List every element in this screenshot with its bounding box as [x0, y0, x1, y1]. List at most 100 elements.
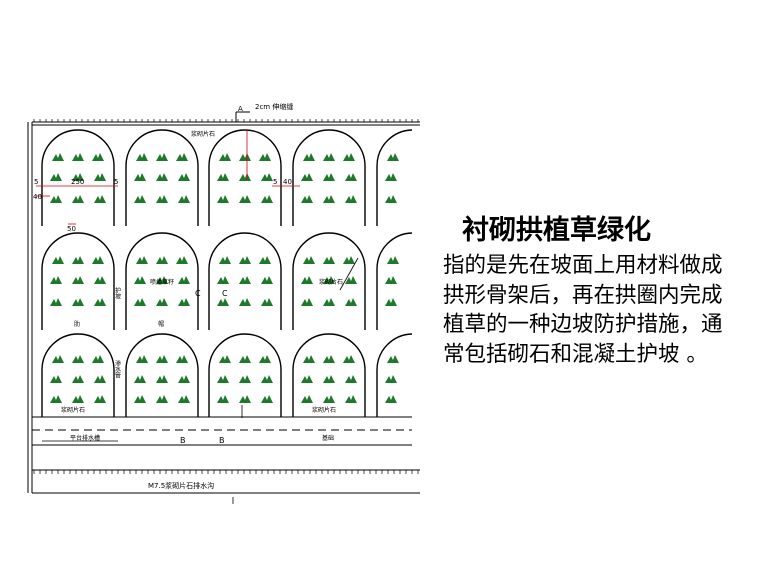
- grass-tuft: [261, 395, 273, 403]
- grass-tuft: [136, 256, 148, 264]
- side-label: 护坡: [114, 286, 121, 300]
- grass-tuft: [323, 173, 335, 181]
- section-b-1: B: [180, 436, 186, 445]
- grass-tuft: [178, 298, 190, 306]
- grass-tuft: [385, 298, 397, 306]
- grass-tuft: [50, 173, 62, 181]
- grass-tuft: [239, 195, 251, 203]
- grass-tuft: [156, 276, 168, 284]
- grass-tuft: [219, 153, 231, 161]
- grass-tuft: [134, 375, 146, 383]
- grass-tuft: [343, 256, 355, 264]
- grass-tuft: [72, 298, 84, 306]
- arch-cells: [41, 129, 412, 417]
- grass-tuft: [134, 395, 146, 403]
- grass-tuft: [385, 375, 397, 383]
- grass-tuft: [50, 395, 62, 403]
- rib-label: 肋: [74, 320, 80, 328]
- grass-tuft: [239, 375, 251, 383]
- grass-tuft: [156, 173, 168, 181]
- section-c-2: C: [222, 289, 228, 298]
- grass-tuft: [239, 276, 251, 284]
- grass-tuft: [239, 395, 251, 403]
- grass-tuft: [72, 395, 84, 403]
- arch-cell: [208, 333, 282, 417]
- grass-tuft: [239, 256, 251, 264]
- grass-tuft: [239, 298, 251, 306]
- base-label: 基础: [322, 434, 334, 442]
- grass-tuft: [345, 173, 357, 181]
- arch-cell: [41, 333, 115, 417]
- grass-tuft: [94, 395, 106, 403]
- grass-tuft: [259, 256, 271, 264]
- grass-tuft: [176, 153, 188, 161]
- grass-tuft: [217, 195, 229, 203]
- stone-left-label: 浆砌片石: [61, 406, 85, 414]
- grass-tuft: [156, 395, 168, 403]
- grass-tuft: [176, 355, 188, 363]
- grass-tuft: [134, 276, 146, 284]
- grass-tuft: [92, 153, 104, 161]
- grass-tuft: [387, 153, 399, 161]
- grass-tuft: [217, 173, 229, 181]
- grass-tuft: [301, 375, 313, 383]
- grass-tuft: [94, 298, 106, 306]
- grass-tuft: [156, 153, 168, 161]
- dim-5-left: 5: [34, 178, 38, 186]
- dimension-marks: [36, 130, 300, 225]
- arch-cell: [292, 129, 366, 226]
- grass-tuft: [94, 276, 106, 284]
- grass-tuft: [134, 195, 146, 203]
- grass-tuft: [261, 375, 273, 383]
- grass-tuft: [50, 298, 62, 306]
- arch-cell: [376, 333, 412, 417]
- grass-tuft: [50, 375, 62, 383]
- section-mark-a: A: [238, 105, 243, 113]
- grass-tuft: [72, 375, 84, 383]
- section-b-2: B: [219, 436, 225, 445]
- grass-tuft: [219, 355, 231, 363]
- arch-cell: [125, 232, 199, 330]
- grass-tuft: [176, 256, 188, 264]
- cap-label: 帽: [158, 320, 164, 328]
- arch-cell: [208, 129, 282, 226]
- grass-tuft: [259, 153, 271, 161]
- grass-tuft: [385, 195, 397, 203]
- grass-tuft: [261, 173, 273, 181]
- grass-tuft: [387, 355, 399, 363]
- arch-grass-slope-drawing: 2cm 伸缩缝 A 浆砌片石 250 5 5 5 40 40 50 喷播草籽 浆…: [27, 102, 420, 504]
- arch-cell: [292, 333, 366, 417]
- grass-tuft: [345, 276, 357, 284]
- grass-tuft: [345, 395, 357, 403]
- callout-lines: [42, 257, 359, 504]
- grass-tuft: [261, 276, 273, 284]
- grass-tuft: [385, 395, 397, 403]
- description-text: 指的是先在坡面上用材料做成拱形骨架后，再在拱圈内完成植草的一种边坡防护措施，通常…: [443, 253, 723, 367]
- grass-tuft: [323, 375, 335, 383]
- grass-tuft: [301, 298, 313, 306]
- grass-tuft: [239, 355, 251, 363]
- grass-tuft: [323, 256, 335, 264]
- grass-tuft: [72, 355, 84, 363]
- grass-tuft: [303, 256, 315, 264]
- page-title: 衬砌拱植草绿化: [462, 215, 651, 246]
- stone-pile-label: 浆砌片石: [319, 278, 343, 286]
- grass-tuft: [52, 355, 64, 363]
- bottom-drain-label: M7.5浆砌片石排水沟: [148, 481, 214, 490]
- grass-tuft: [72, 256, 84, 264]
- grass-tuft: [52, 153, 64, 161]
- grass-tuft: [156, 355, 168, 363]
- grass-tuft: [259, 355, 271, 363]
- grass-tuft: [72, 195, 84, 203]
- drain-pipe-label: 渗水管: [114, 359, 121, 379]
- grass-tuft: [94, 375, 106, 383]
- arch-cell: [125, 333, 199, 417]
- stone-right-label: 浆砌片石: [312, 406, 336, 414]
- grass-tuft: [345, 375, 357, 383]
- grass-tuft: [217, 375, 229, 383]
- dim-5-mid: 5: [273, 178, 277, 186]
- grass-tuft: [178, 395, 190, 403]
- top-stone-label: 浆砌片石: [191, 130, 215, 138]
- grass-tuft: [303, 355, 315, 363]
- grass-tuft: [261, 195, 273, 203]
